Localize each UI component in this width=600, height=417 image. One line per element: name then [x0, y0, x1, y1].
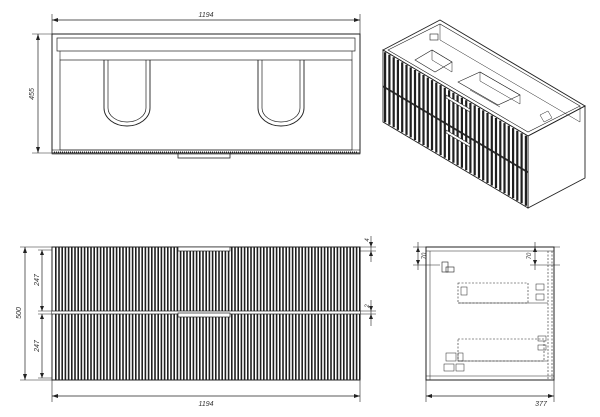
- front-handle-lower: [177, 312, 231, 318]
- side-drawer-upper: [457, 282, 529, 304]
- front-gap-dimensions: 4 2: [360, 236, 376, 326]
- side-right-top-dimension: 70: [527, 242, 560, 270]
- top-depth-label: 455: [29, 88, 36, 100]
- side-left-top-label: 70: [422, 252, 428, 259]
- iso-front-face: [382, 49, 529, 209]
- gap-top-label: 4: [365, 238, 371, 242]
- top-handle: [177, 152, 231, 159]
- side-drawer-lower: [457, 338, 545, 362]
- top-width-label: 1194: [198, 12, 213, 19]
- iso-view: [382, 19, 586, 209]
- front-width-label: 1194: [198, 401, 213, 408]
- front-height-label: 500: [16, 307, 23, 319]
- siphon-cutout-right: [257, 60, 305, 127]
- front-width-dimension: 1194: [51, 380, 361, 408]
- side-depth-dimension: 377: [425, 380, 555, 408]
- siphon-cutout-left: [103, 60, 151, 127]
- side-view: 377 70 70: [413, 242, 560, 408]
- side-outline: [425, 246, 555, 381]
- top-back-rail: [56, 37, 356, 52]
- drawer-upper-label: 247: [34, 273, 41, 287]
- iso-handle-upper: [445, 94, 471, 113]
- front-height-dimension: 500: [16, 246, 52, 381]
- front-view: 1194 500 247 247: [16, 236, 376, 408]
- side-left-top-dimension: 70: [413, 242, 440, 270]
- front-drawer-dimensions: 247 247: [34, 249, 52, 379]
- top-outline: [51, 33, 361, 154]
- top-width-dimension: 1194: [51, 12, 361, 34]
- iso-handle-lower: [445, 129, 471, 148]
- front-handle-upper: [177, 246, 231, 252]
- side-depth-label: 377: [535, 401, 548, 408]
- side-right-top-label: 70: [527, 252, 533, 259]
- gap-mid-label: 2: [365, 304, 371, 309]
- top-depth-dimension: 455: [29, 33, 52, 154]
- drawer-lower-label: 247: [34, 339, 41, 353]
- top-view: 1194 455: [29, 12, 361, 159]
